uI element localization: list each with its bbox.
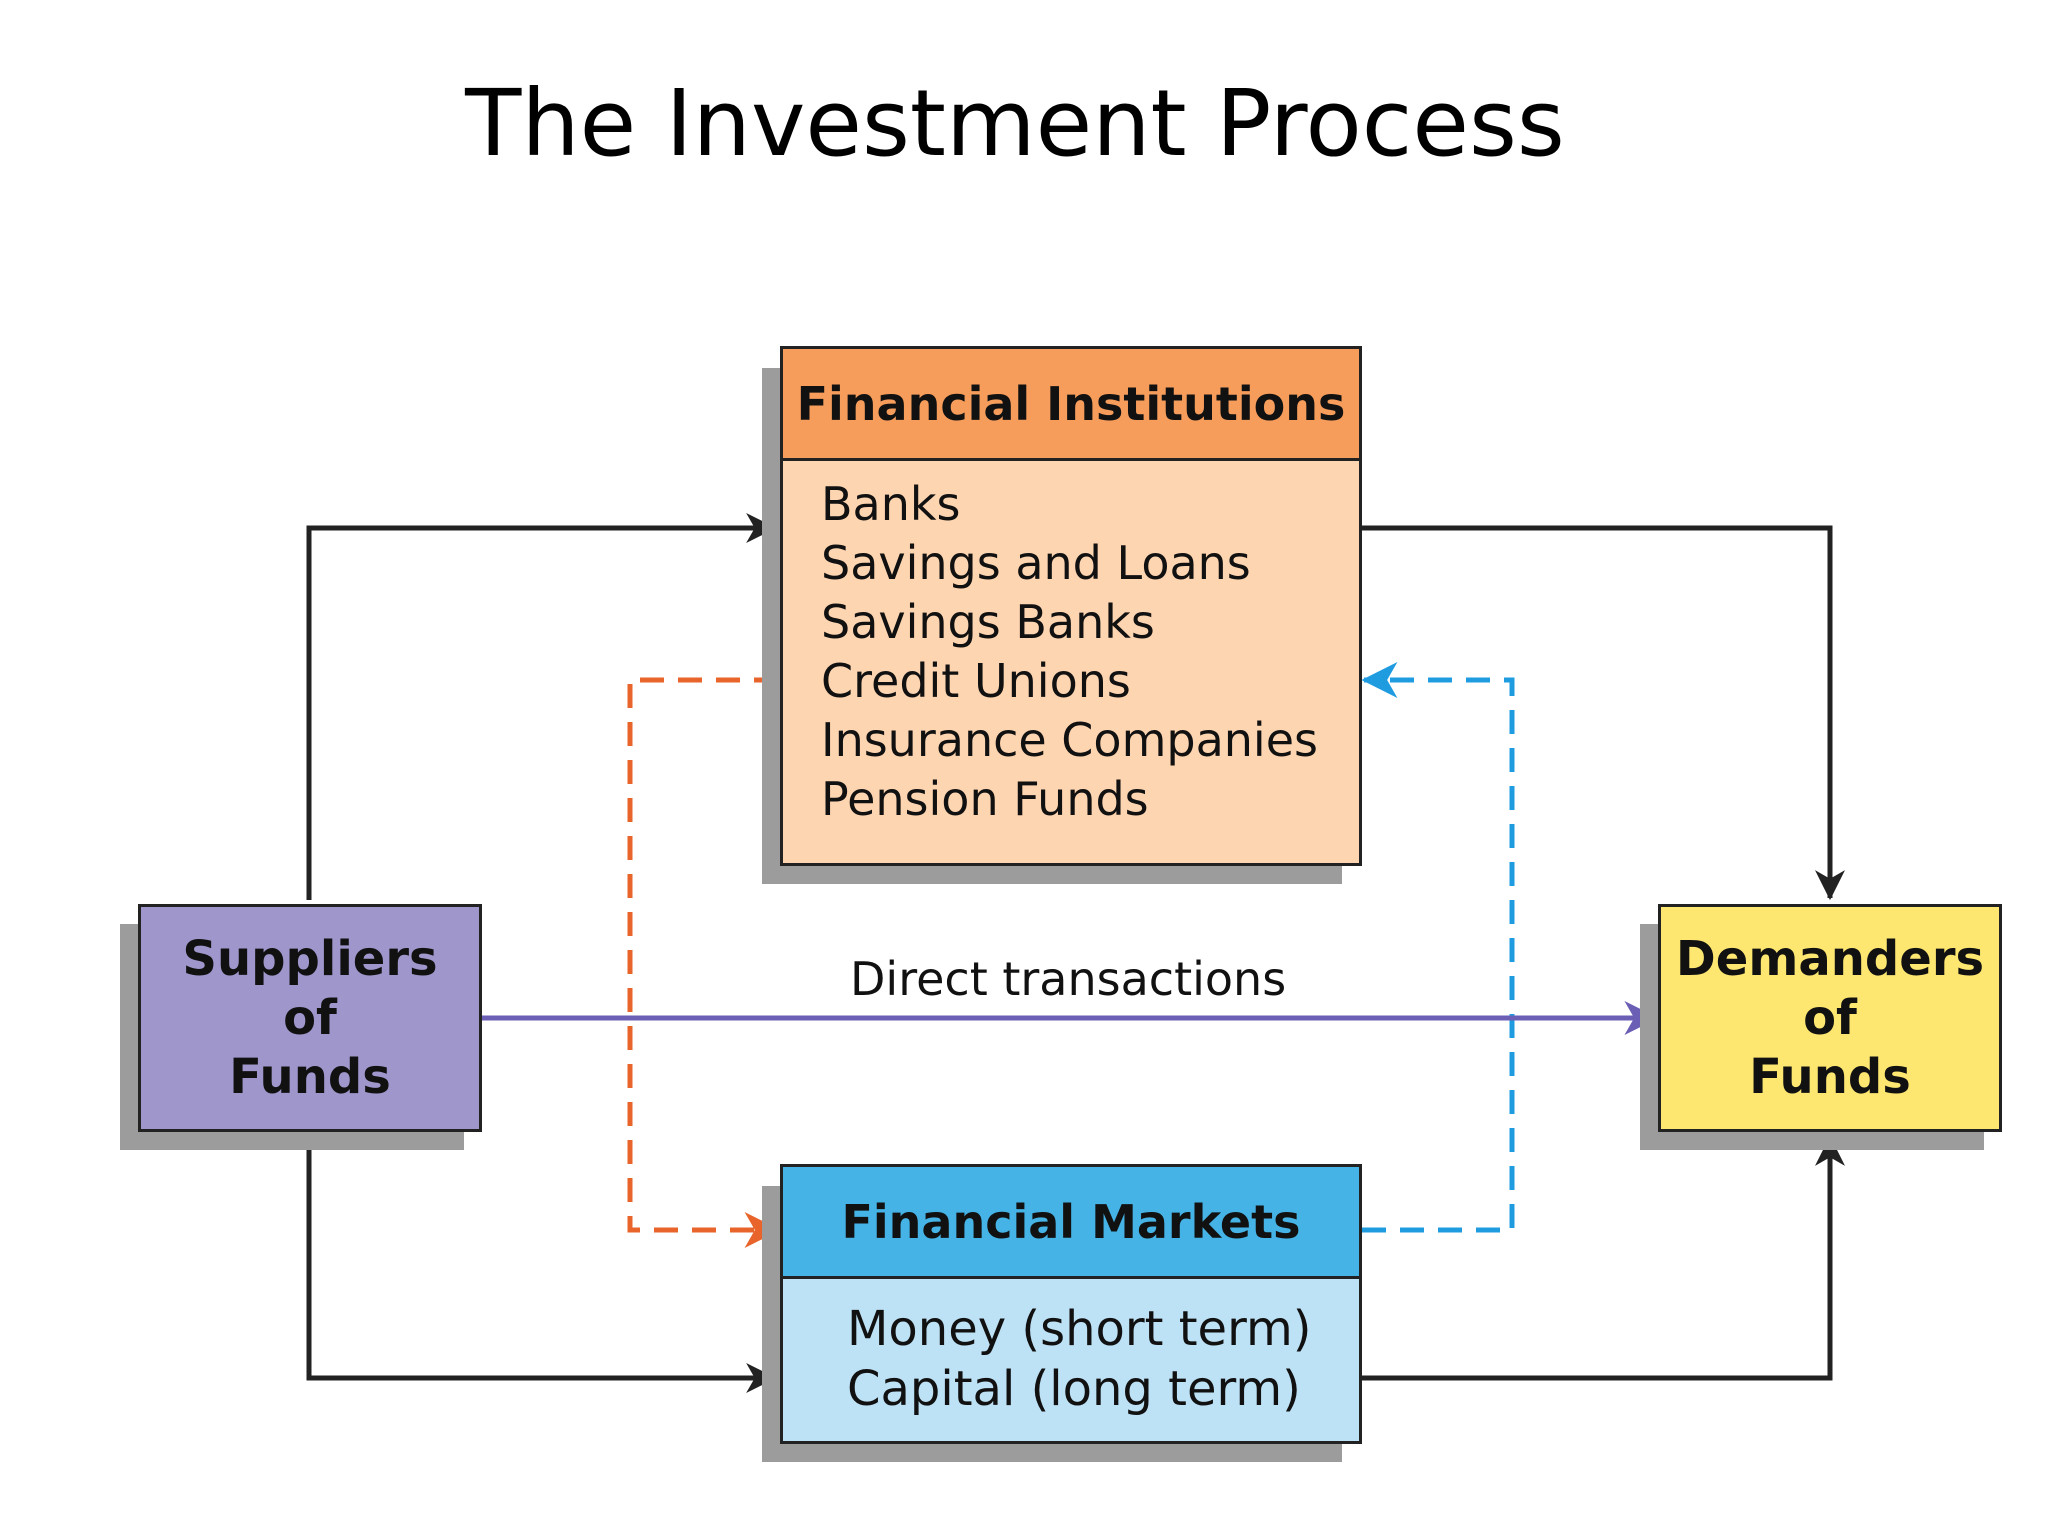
suppliers-label-line: of [283, 989, 337, 1046]
institution-item: Savings and Loans [821, 536, 1251, 590]
arrow-institutions-to-demanders [1362, 525, 1845, 901]
financial-institutions-box: Financial Institutions Banks Savings and… [780, 346, 1362, 866]
demanders-label-line: Funds [1749, 1048, 1911, 1105]
arrow-markets-to-demanders [1362, 1135, 1845, 1381]
suppliers-of-funds-box: Suppliers of Funds [138, 904, 482, 1132]
arrow-institutions-to-markets [627, 677, 781, 1248]
institution-item: Insurance Companies [821, 713, 1318, 767]
financial-markets-box: Financial Markets Money (short term) Cap… [780, 1164, 1362, 1444]
financial-institutions-list: Banks Savings and Loans Savings Banks Cr… [783, 461, 1359, 863]
direct-transactions-label: Direct transactions [850, 952, 1287, 1006]
institution-item: Pension Funds [821, 772, 1149, 826]
market-item: Capital (long term) [847, 1361, 1301, 1417]
institution-item: Savings Banks [821, 595, 1155, 649]
demanders-of-funds-box: Demanders of Funds [1658, 904, 2002, 1132]
suppliers-label-line: Funds [229, 1048, 391, 1105]
institution-item: Credit Unions [821, 654, 1131, 708]
institution-item: Banks [821, 477, 961, 531]
financial-markets-header: Financial Markets [783, 1167, 1359, 1279]
page-title: The Investment Process [465, 70, 1565, 177]
financial-markets-list: Money (short term) Capital (long term) [783, 1279, 1359, 1441]
market-item: Money (short term) [847, 1301, 1312, 1357]
arrow-suppliers-to-institutions [306, 513, 777, 900]
financial-institutions-header: Financial Institutions [783, 349, 1359, 461]
demanders-label-line: of [1803, 989, 1857, 1046]
suppliers-label-line: Suppliers [182, 930, 438, 987]
arrow-suppliers-to-markets [306, 1130, 777, 1393]
demanders-label-line: Demanders [1675, 930, 1985, 987]
arrow-markets-to-institutions [1361, 662, 1515, 1233]
